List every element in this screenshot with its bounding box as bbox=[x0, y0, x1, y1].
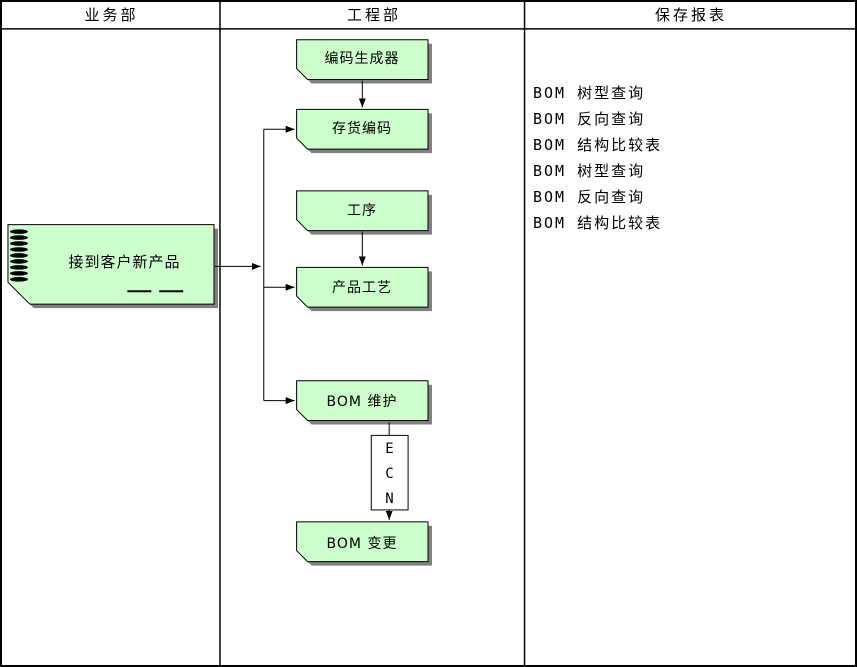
report-item: BOM 树型查询 bbox=[533, 84, 646, 102]
report-item: BOM 树型查询 bbox=[533, 162, 646, 180]
card-shape-inventory-code bbox=[296, 108, 429, 150]
card-shape-code-generator bbox=[296, 39, 429, 81]
node-process: 工序 bbox=[347, 203, 377, 219]
report-item: BOM 结构比较表 bbox=[533, 136, 663, 154]
ecn-letter-c: C bbox=[385, 465, 394, 482]
document-shape bbox=[7, 224, 215, 305]
ecn-letter-n: N bbox=[385, 490, 394, 507]
node-bom-change: BOM 变更 bbox=[326, 536, 398, 552]
ecn-box bbox=[370, 434, 409, 511]
lane-header-engineering: 工程部 bbox=[346, 6, 401, 24]
card-shape-bom-maintain bbox=[296, 380, 429, 421]
report-item: BOM 反向查询 bbox=[533, 110, 646, 128]
card-shape-product-craft bbox=[296, 266, 429, 308]
card-shape-bom-change bbox=[296, 521, 429, 563]
ecn-label: E C N bbox=[371, 436, 408, 511]
node-code-generator: 编码生成器 bbox=[324, 51, 400, 67]
node-product-craft: 产品工艺 bbox=[332, 280, 392, 296]
node-bom-maintain: BOM 维护 bbox=[326, 394, 398, 410]
node-inventory-code: 存货编码 bbox=[332, 121, 392, 137]
document-binding-coil bbox=[9, 229, 28, 282]
node-new-product-document: 接到客户新产品 bbox=[68, 252, 181, 271]
lane-header-business: 业务部 bbox=[84, 6, 139, 24]
report-list: BOM 树型查询 BOM 反向查询 BOM 结构比较表 BOM 树型查询 BOM… bbox=[533, 80, 833, 236]
card-shape-process bbox=[296, 190, 429, 232]
report-item: BOM 反向查询 bbox=[533, 188, 646, 206]
report-item: BOM 结构比较表 bbox=[533, 214, 663, 232]
ecn-letter-e: E bbox=[385, 440, 394, 457]
lane-header-reports: 保存报表 bbox=[654, 6, 727, 24]
